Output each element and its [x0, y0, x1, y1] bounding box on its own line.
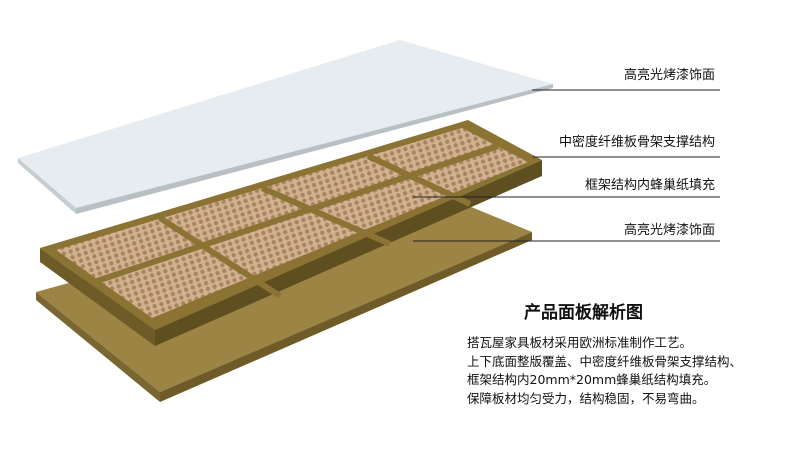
- mdf-frame-honeycomb: [40, 120, 542, 346]
- description-line: 保障板材均匀受力，结构稳固，不易弯曲。: [467, 390, 705, 406]
- description-line: 搭瓦屋家具板材采用欧洲标准制作工艺。: [467, 335, 693, 350]
- label-bottom-gloss-finish: 高亮光烤漆饰面: [623, 223, 715, 238]
- description: 搭瓦屋家具板材采用欧洲标准制作工艺。 上下底面整版覆盖、中密度纤维板骨架支撑结构…: [467, 334, 742, 408]
- label-mdf-frame: 中密度纤维板骨架支撑结构: [558, 135, 715, 150]
- top-gloss-panel: [18, 40, 553, 214]
- description-line: 框架结构内20mm*20mm蜂巢纸结构填充。: [467, 372, 717, 387]
- label-honeycomb-fill: 框架结构内蜂巢纸填充: [584, 178, 715, 193]
- label-top-gloss-finish: 高亮光烤漆饰面: [623, 68, 715, 83]
- diagram-title: 产品面板解析图: [524, 303, 643, 323]
- description-line: 上下底面整版覆盖、中密度纤维板骨架支撑结构、: [467, 353, 743, 369]
